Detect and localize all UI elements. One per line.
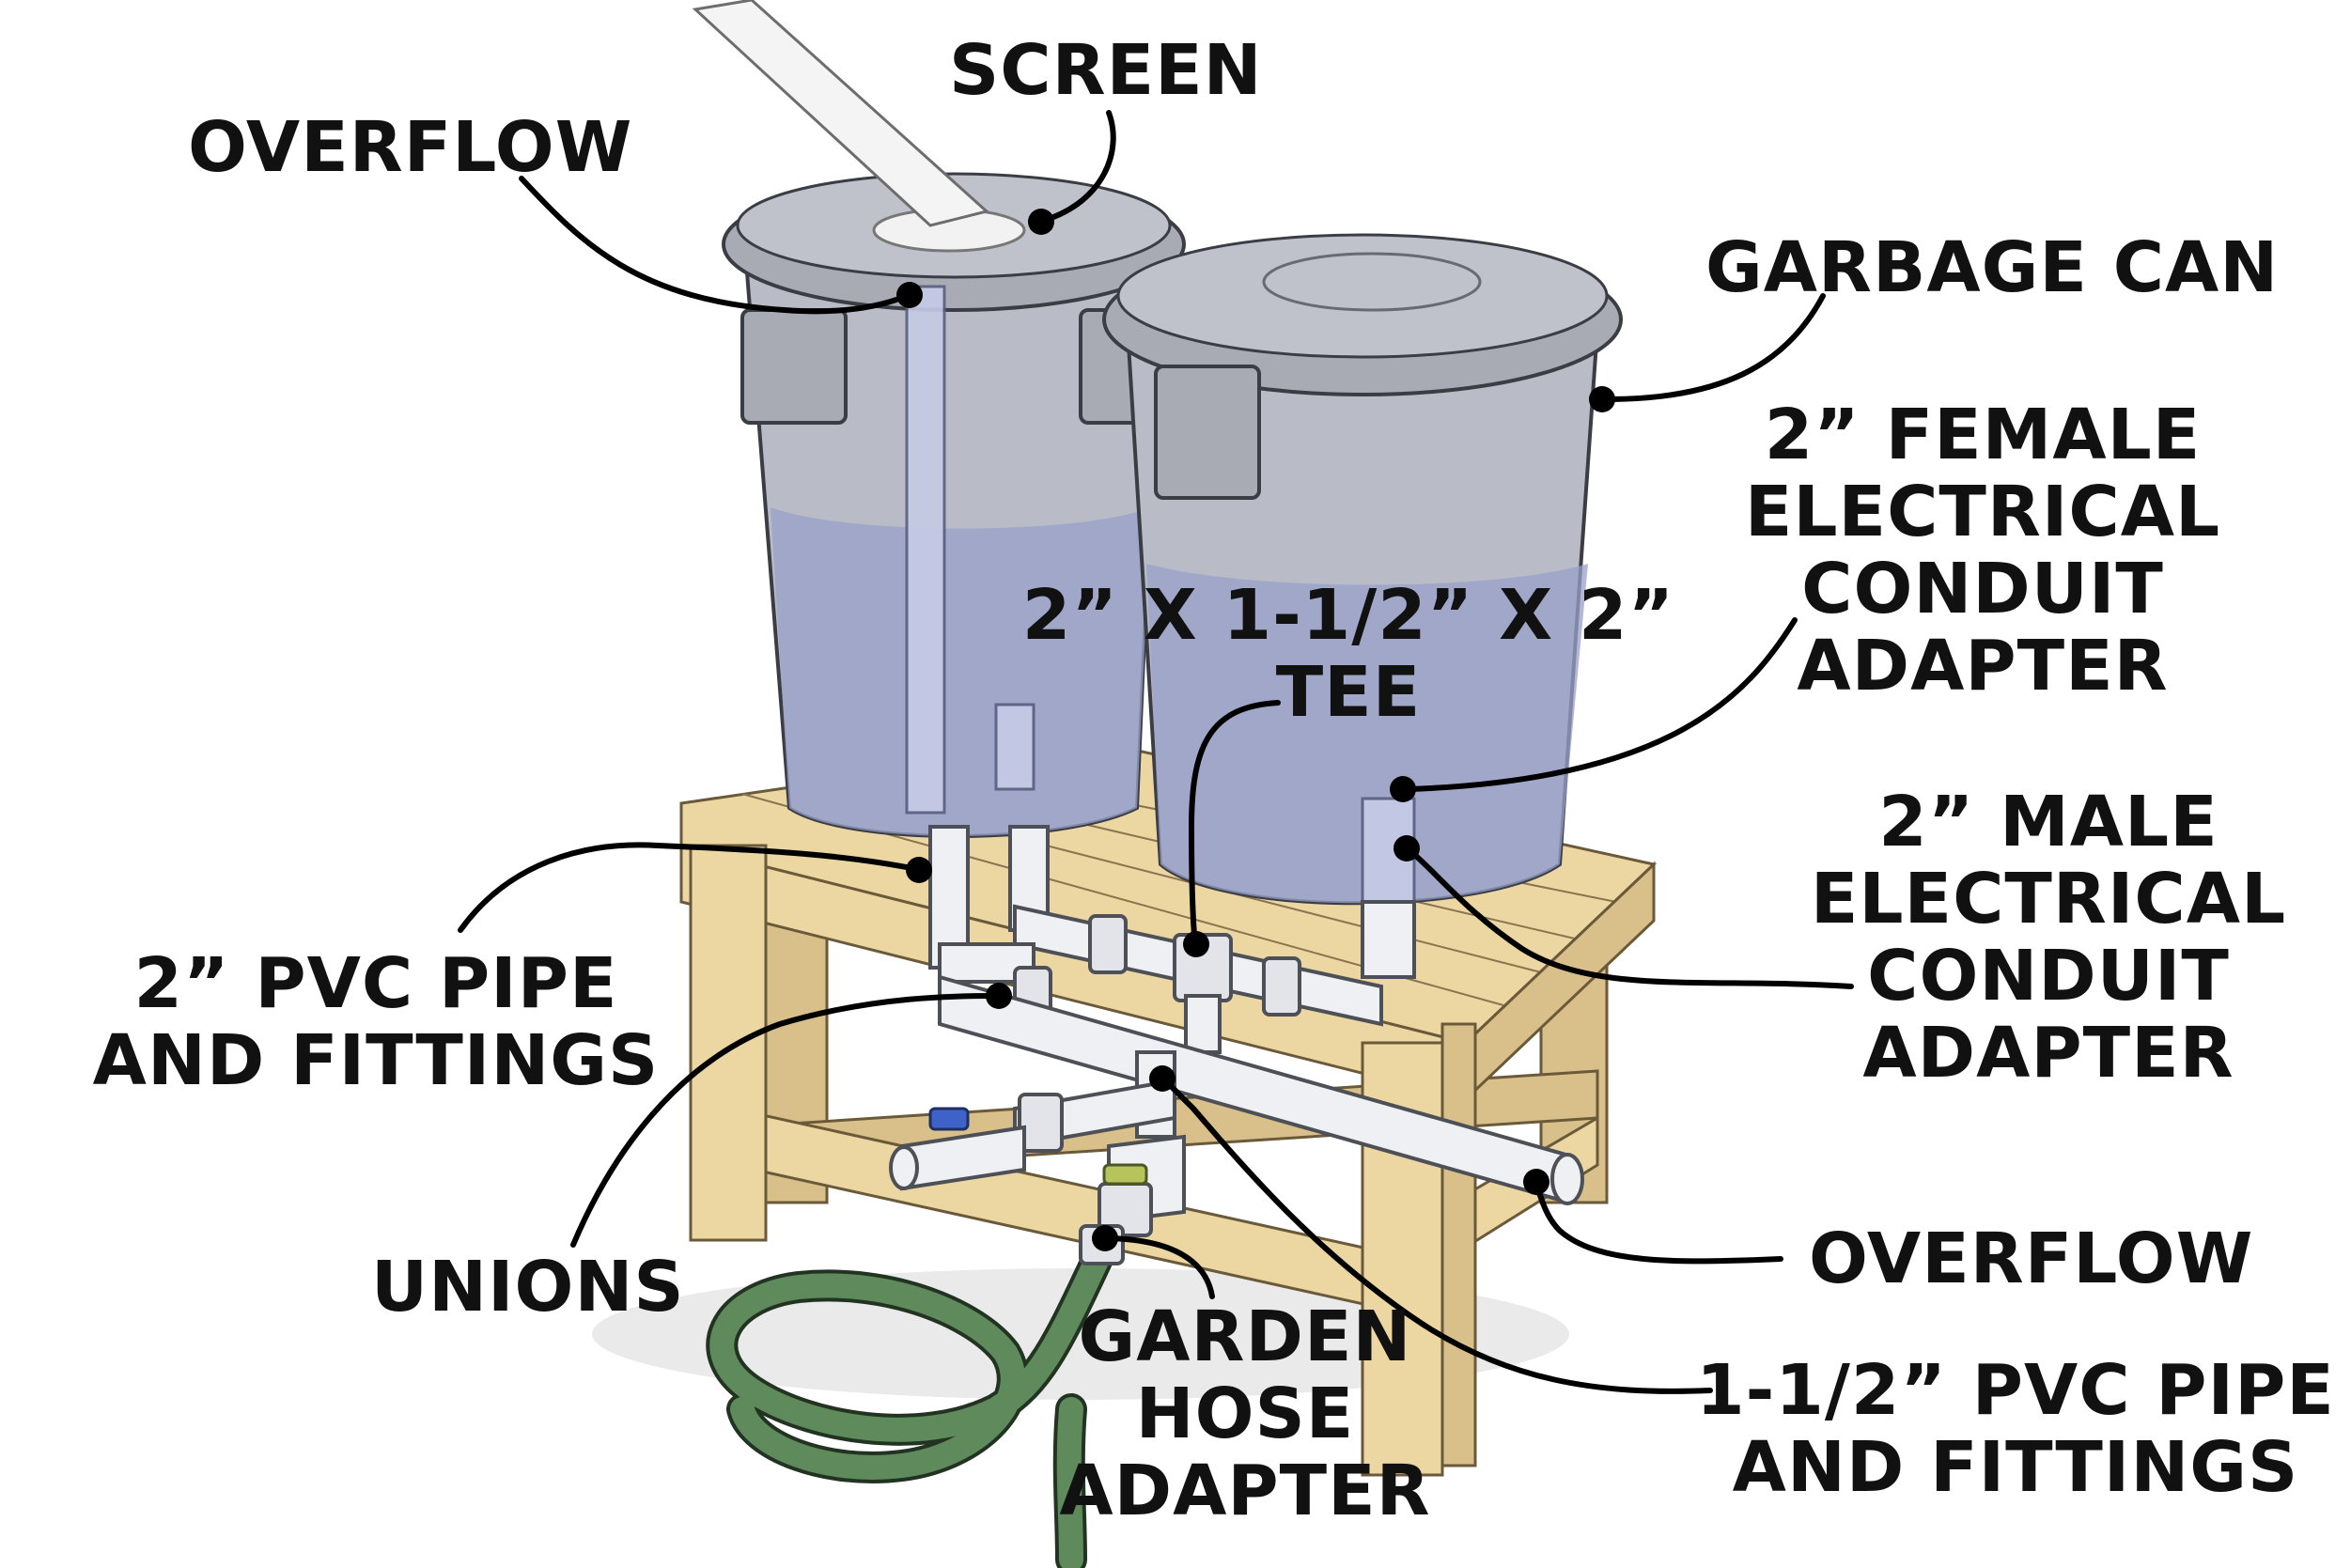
dot-pvc-1-5in	[1149, 1065, 1176, 1092]
svg-text:AND FITTINGS: AND FITTINGS	[93, 1020, 660, 1101]
svg-text:1-1/2” PVC PIPE: 1-1/2” PVC PIPE	[1696, 1350, 2335, 1431]
svg-text:2” FEMALE: 2” FEMALE	[1765, 395, 2202, 475]
label-tee: 2” X 1-1/2” X 2” TEE	[1022, 575, 1674, 733]
leader-overflow-top	[519, 176, 910, 315]
dot-screen	[1028, 209, 1054, 235]
illustration	[592, 0, 1658, 1568]
leader-garbage-can	[1604, 293, 1826, 402]
svg-text:2” MALE: 2” MALE	[1878, 782, 2219, 862]
svg-text:2” PVC PIPE: 2” PVC PIPE	[133, 943, 617, 1024]
stand-leg-front-right-side	[1440, 1022, 1477, 1467]
label-pvc-1-5in: 1-1/2” PVC PIPE AND FITTINGS	[1696, 1350, 2335, 1508]
dot-tee	[1183, 931, 1209, 957]
label-overflow-top: OVERFLOW	[188, 107, 632, 188]
label-female-adapter: 2” FEMALE ELECTRICAL CONDUIT ADAPTER	[1745, 395, 2220, 706]
label-garbage-can: GARBAGE CAN	[1705, 227, 2279, 308]
dot-female-adapter	[1390, 776, 1416, 802]
svg-text:2” X 1-1/2” X 2”: 2” X 1-1/2” X 2”	[1022, 575, 1674, 656]
right-garbage-can	[1102, 233, 1623, 906]
dot-pvc-2in	[906, 857, 932, 883]
label-pvc-2in: 2” PVC PIPE AND FITTINGS	[93, 943, 660, 1101]
left-garbage-can	[692, 0, 1186, 838]
leader-male-adapter	[1407, 847, 1854, 989]
leader-overflow-bottom	[1534, 1181, 1783, 1265]
dot-garbage-can	[1589, 386, 1615, 412]
leader-pvc-1-5in	[1162, 1078, 1713, 1394]
svg-text:HOSE: HOSE	[1136, 1374, 1355, 1454]
leader-lines	[458, 110, 1854, 1394]
ball-valve-blue	[928, 1107, 970, 1131]
label-screen: SCREEN	[949, 30, 1263, 111]
label-overflow-bottom: OVERFLOW	[1809, 1219, 2253, 1299]
svg-text:ADAPTER: ADAPTER	[1797, 626, 2168, 706]
svg-text:CONDUIT: CONDUIT	[1867, 936, 2230, 1017]
leader-tee	[1188, 700, 1281, 945]
garden-hose-illustration	[706, 1229, 1120, 1568]
dot-overflow-bottom	[1523, 1169, 1549, 1195]
leader-unions	[570, 993, 999, 1248]
dot-garden-hose	[1092, 1225, 1118, 1251]
svg-text:ADAPTER: ADAPTER	[1059, 1451, 1430, 1531]
svg-text:ELECTRICAL: ELECTRICAL	[1745, 472, 2220, 552]
svg-text:AND FITTINGS: AND FITTINGS	[1733, 1427, 2299, 1508]
svg-text:GARDEN: GARDEN	[1079, 1296, 1412, 1377]
leader-screen	[1040, 110, 1116, 224]
leader-garden-hose	[1106, 1235, 1215, 1299]
label-male-adapter: 2” MALE ELECTRICAL CONDUIT ADAPTER	[1811, 782, 2286, 1094]
dot-overflow-top	[896, 282, 923, 308]
label-unions: UNIONS	[371, 1247, 685, 1327]
pvc-plumbing	[889, 825, 1584, 1265]
leader-pvc-2in	[458, 842, 919, 933]
union-1	[1088, 914, 1128, 974]
overflow-pipe-internal	[905, 285, 946, 815]
dot-male-adapter	[1393, 835, 1420, 862]
stand-leg-front-left	[689, 844, 768, 1242]
union-2	[1262, 956, 1301, 1017]
svg-text:ELECTRICAL: ELECTRICAL	[1811, 859, 2286, 939]
downspout-board	[692, 0, 990, 227]
dot-unions	[986, 983, 1012, 1009]
svg-text:ADAPTER: ADAPTER	[1862, 1013, 2234, 1094]
leader-female-adapter	[1407, 617, 1798, 792]
labels: SCREEN OVERFLOW GARBAGE CAN 2” FEMALE EL…	[93, 30, 2335, 1531]
svg-text:TEE: TEE	[1276, 652, 1422, 733]
label-garden-hose: GARDEN HOSE ADAPTER	[1059, 1296, 1430, 1531]
svg-text:CONDUIT: CONDUIT	[1801, 549, 2164, 629]
ball-valve-green	[1102, 1163, 1148, 1186]
